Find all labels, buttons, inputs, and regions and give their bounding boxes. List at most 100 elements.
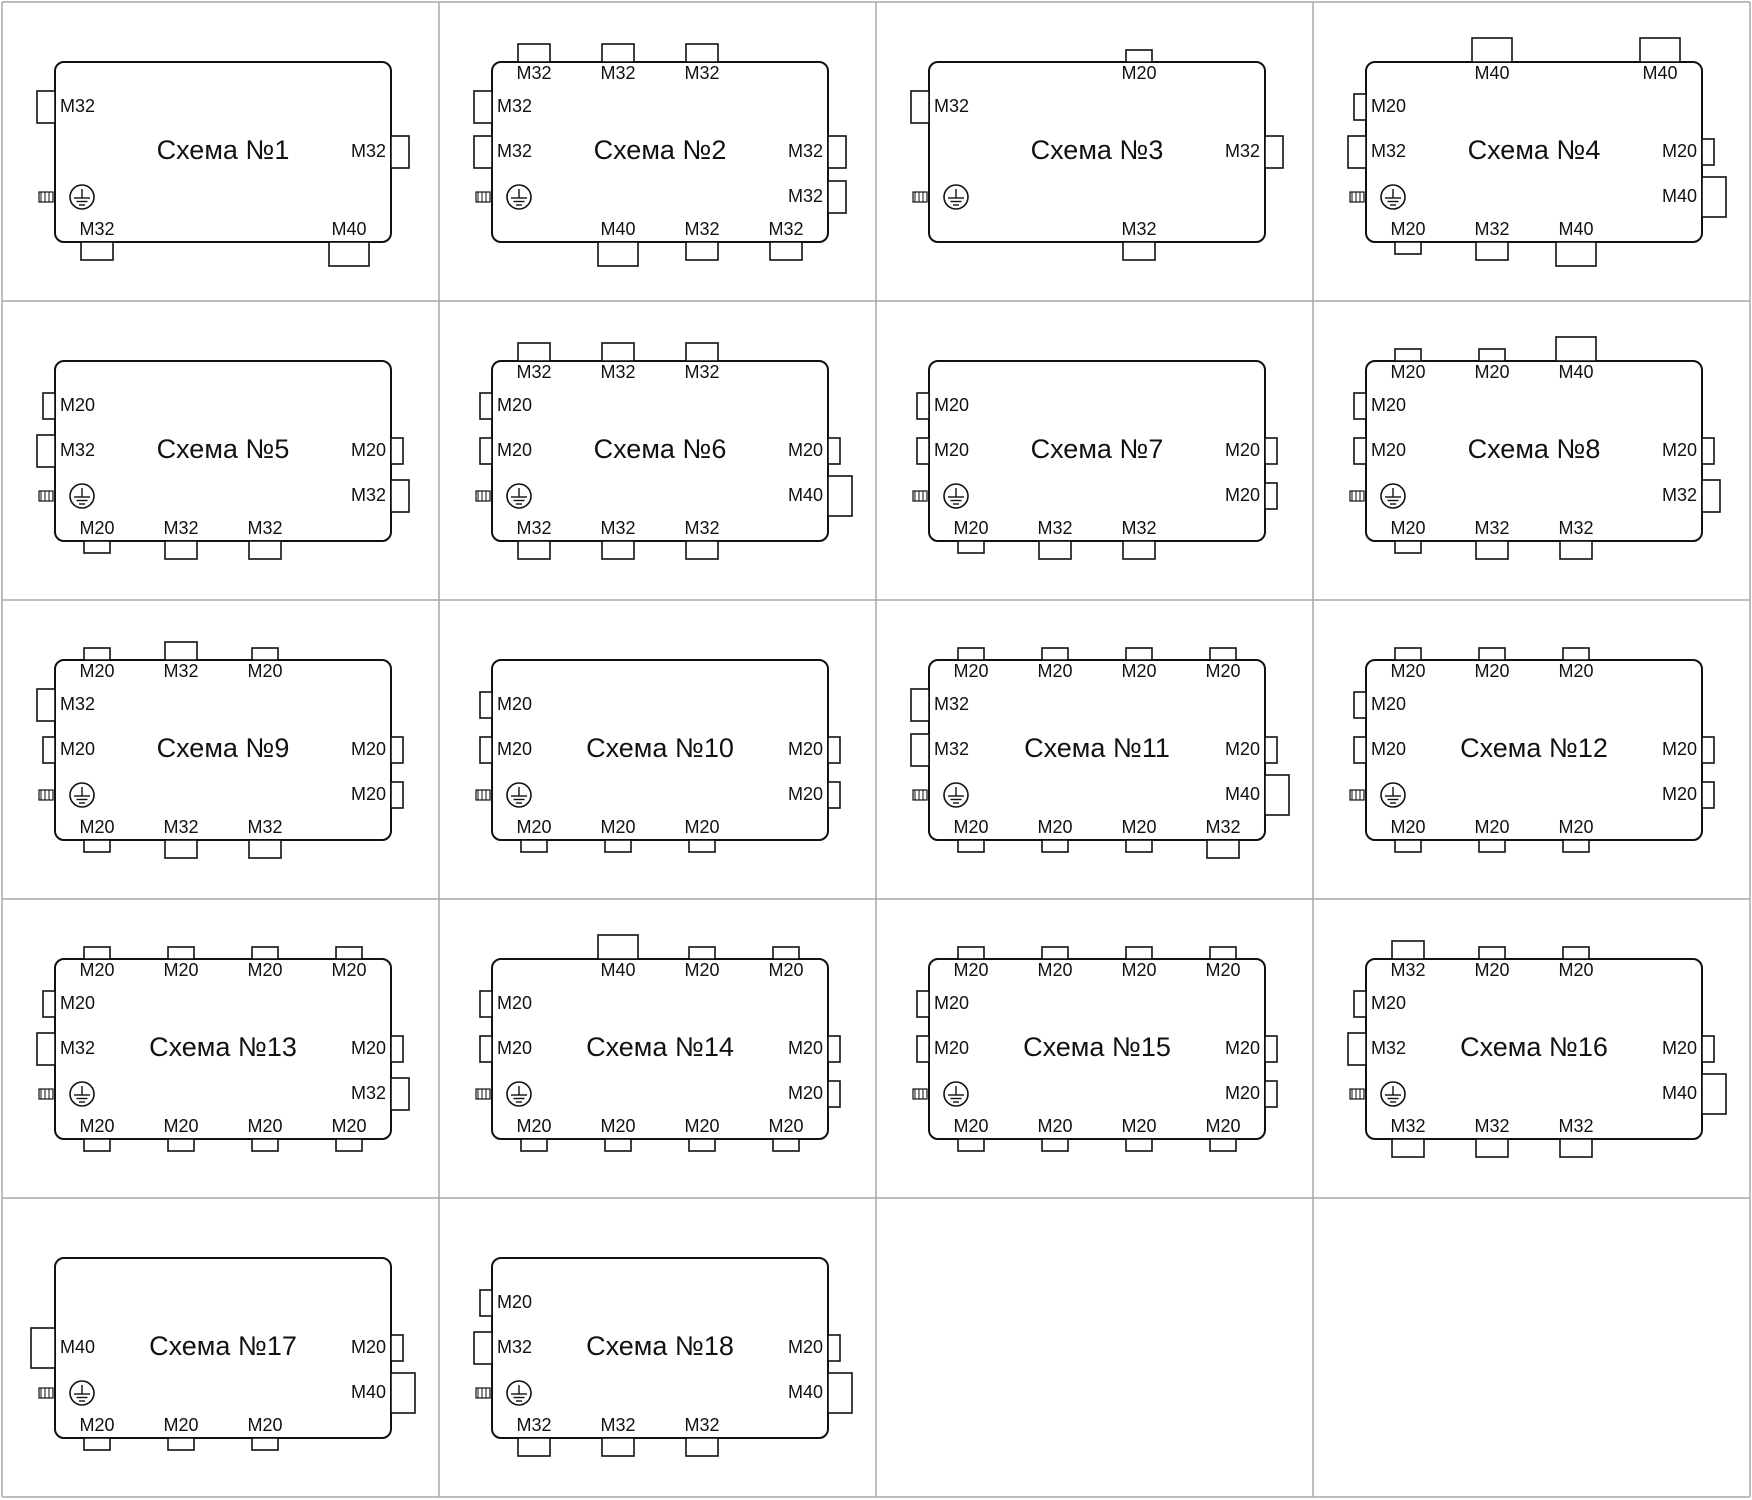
gland-label-bottom: M32 [1037, 518, 1072, 538]
gland-label-left: M20 [60, 395, 95, 415]
cable-gland-left-m20 [1353, 990, 1367, 1018]
cable-gland-left-m20 [479, 990, 493, 1018]
cable-gland-left-m32 [473, 135, 493, 169]
ground-bolt-icon [38, 490, 54, 502]
cable-gland-top-m20 [957, 946, 985, 960]
ground-terminal-icon [69, 1380, 95, 1406]
cable-gland-left-m32 [910, 90, 930, 124]
gland-label-top: M32 [600, 63, 635, 83]
cable-gland-right-m32 [390, 479, 410, 513]
cable-gland-bottom-m20 [335, 1138, 363, 1152]
gland-label-bottom: M32 [768, 219, 803, 239]
gland-label-left: M32 [1371, 141, 1406, 161]
gland-label-left: M20 [934, 440, 969, 460]
gland-label-top: M20 [1205, 661, 1240, 681]
gland-label-right: M20 [1225, 485, 1260, 505]
cable-gland-bottom-m20 [83, 839, 111, 853]
gland-label-bottom: M20 [1121, 1116, 1156, 1136]
cable-gland-bottom-m40 [597, 241, 639, 267]
cable-gland-right-m20 [1264, 1035, 1278, 1063]
ground-terminal-icon [943, 782, 969, 808]
gland-label-bottom: M40 [600, 219, 635, 239]
cable-gland-bottom-m20 [688, 1138, 716, 1152]
gland-label-top: M20 [1474, 960, 1509, 980]
gland-label-left: M20 [497, 694, 532, 714]
ground-bolt-icon [912, 789, 928, 801]
gland-label-right: M20 [1225, 440, 1260, 460]
gland-label-bottom: M20 [684, 817, 719, 837]
gland-label-right: M32 [1225, 141, 1260, 161]
cable-gland-left-m32 [473, 1331, 493, 1365]
cable-gland-right-m40 [827, 1372, 853, 1414]
gland-label-top: M20 [1037, 960, 1072, 980]
cable-gland-left-m32 [910, 733, 930, 767]
ground-bolt-icon [475, 1387, 491, 1399]
gland-label-bottom: M20 [79, 817, 114, 837]
gland-label-bottom: M20 [1121, 817, 1156, 837]
gland-label-top: M20 [79, 960, 114, 980]
cable-gland-bottom-m20 [1041, 839, 1069, 853]
gland-label-top: M20 [1474, 362, 1509, 382]
cable-gland-left-m20 [1353, 392, 1367, 420]
gland-label-top: M20 [1474, 661, 1509, 681]
cable-gland-left-m20 [42, 990, 56, 1018]
cable-gland-top-m20 [1041, 946, 1069, 960]
cable-gland-bottom-m32 [1122, 241, 1156, 261]
gland-label-right: M20 [788, 1337, 823, 1357]
gland-label-left: M32 [497, 1337, 532, 1357]
gland-label-left: M20 [60, 993, 95, 1013]
cable-gland-bottom-m32 [1475, 1138, 1509, 1158]
gland-label-bottom: M20 [247, 1415, 282, 1435]
cable-gland-bottom-m32 [601, 540, 635, 560]
cable-gland-left-m32 [36, 434, 56, 468]
cable-gland-bottom-m32 [1391, 1138, 1425, 1158]
scheme-title: Схема №17 [149, 1331, 297, 1361]
cable-gland-top-m20 [1125, 647, 1153, 661]
gland-label-top: M20 [953, 661, 988, 681]
gland-label-bottom: M20 [79, 1116, 114, 1136]
cable-gland-right-m40 [1264, 774, 1290, 816]
gland-label-bottom: M32 [1558, 1116, 1593, 1136]
cable-gland-top-m20 [1209, 946, 1237, 960]
cable-gland-bottom-m32 [1122, 540, 1156, 560]
gland-label-right: M40 [1662, 186, 1697, 206]
ground-terminal-icon [69, 184, 95, 210]
gland-label-bottom: M32 [1121, 518, 1156, 538]
gland-label-right: M40 [1662, 1083, 1697, 1103]
cable-gland-bottom-m20 [772, 1138, 800, 1152]
gland-label-top: M20 [684, 960, 719, 980]
scheme-title: Схема №7 [1031, 434, 1164, 464]
scheme-title: Схема №5 [157, 434, 290, 464]
gland-label-right: M20 [1662, 440, 1697, 460]
gland-label-top: M20 [1205, 960, 1240, 980]
gland-label-left: M20 [1371, 993, 1406, 1013]
gland-label-left: M32 [1371, 1038, 1406, 1058]
ground-bolt-icon [475, 789, 491, 801]
gland-label-bottom: M20 [79, 518, 114, 538]
cable-gland-top-m40 [1555, 336, 1597, 362]
ground-terminal-icon [506, 1081, 532, 1107]
cable-gland-bottom-m32 [248, 839, 282, 859]
cable-gland-top-m32 [517, 43, 551, 63]
scheme-title: Схема №6 [594, 434, 727, 464]
ground-terminal-icon [506, 1380, 532, 1406]
scheme-title: Схема №4 [1468, 135, 1601, 165]
cable-gland-right-m20 [827, 736, 841, 764]
cable-gland-right-m32 [390, 1077, 410, 1111]
gland-label-right: M20 [351, 1337, 386, 1357]
cable-gland-bottom-m20 [83, 540, 111, 554]
cable-gland-right-m20 [1701, 437, 1715, 465]
cable-gland-right-m20 [1701, 1035, 1715, 1063]
gland-label-right: M32 [788, 141, 823, 161]
cable-gland-right-m20 [827, 781, 841, 809]
gland-label-bottom: M32 [600, 518, 635, 538]
cable-gland-right-m20 [390, 781, 404, 809]
gland-label-top: M32 [684, 63, 719, 83]
cable-gland-bottom-m32 [1038, 540, 1072, 560]
ground-bolt-icon [38, 789, 54, 801]
